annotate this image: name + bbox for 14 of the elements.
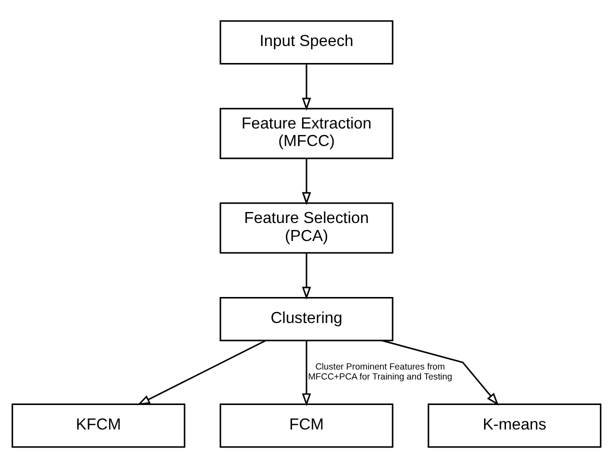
arrow <box>302 253 312 300</box>
node-box: K-means <box>428 403 602 448</box>
arrow <box>302 64 312 111</box>
arrow <box>302 340 312 406</box>
node-box: Input Speech <box>220 20 394 65</box>
node-box: Feature Selection (PCA) <box>220 202 394 254</box>
node-box: KFCM <box>12 403 186 448</box>
node-box: Feature Extraction (MFCC) <box>220 108 394 160</box>
edge-label: Cluster Prominent Features from MFCC+PCA for Training and Testing <box>308 362 452 382</box>
arrow <box>382 340 499 406</box>
arrow <box>302 158 312 206</box>
node-box: FCM <box>220 403 394 448</box>
arrow <box>137 340 266 406</box>
node-box: Clustering <box>220 296 394 342</box>
